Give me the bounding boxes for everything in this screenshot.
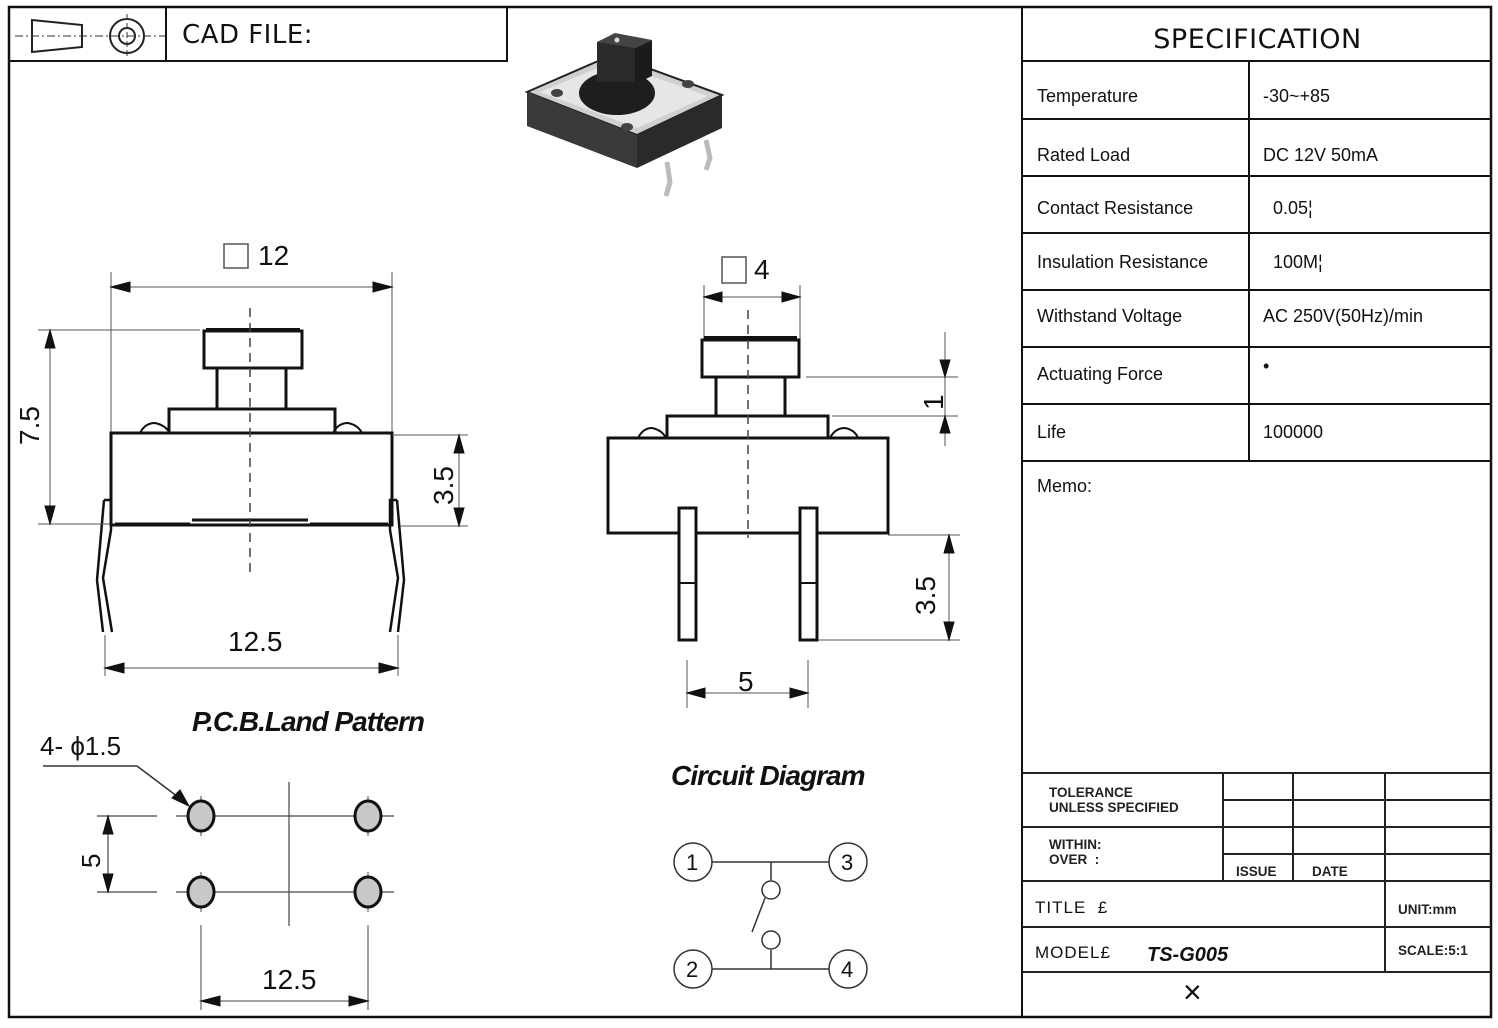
terminal-3 <box>828 842 868 882</box>
spec-value: 100M¦ <box>1263 252 1323 272</box>
cad-file-label: CAD FILE: <box>182 20 314 50</box>
spec-value: DC 12V 50mA <box>1263 145 1379 165</box>
pcb-vertical-pitch: 5 <box>76 853 106 868</box>
cad-file-header: CAD FILE: <box>8 6 508 62</box>
spec-value: 0.05¦ <box>1263 198 1313 218</box>
front-width-dimension: 12 <box>258 240 290 271</box>
switch-contact <box>761 930 781 950</box>
scale-label: SCALE:5:1 <box>1398 943 1468 958</box>
spec-key: Rated Load <box>1037 145 1131 165</box>
issue-header: ISSUE <box>1236 864 1277 879</box>
projection-symbol-icon <box>10 8 167 60</box>
side-cap-height-dimension: 1 <box>918 394 949 410</box>
pcb-horizontal-pitch: 12.5 <box>262 964 317 995</box>
specification-title: SPECIFICATION <box>1023 6 1492 62</box>
spec-row: Contact Resistance 0.05¦ <box>1023 177 1492 234</box>
terminal-2 <box>673 949 713 989</box>
terminal-label-4: 4 <box>841 957 854 982</box>
side-view <box>606 256 960 708</box>
terminal-label-2: 2 <box>686 957 699 982</box>
model-value: TS-G005 <box>1147 944 1229 966</box>
square-symbol-icon <box>223 243 249 269</box>
pcb-heading: P.C.B.Land Pattern <box>192 706 425 737</box>
pcb-hole-callout: 4- ϕ1.5 <box>40 731 122 761</box>
spec-value: 100000 <box>1263 422 1324 442</box>
pcb-hole <box>186 875 216 909</box>
pcb-hole <box>186 799 216 833</box>
spec-row: Insulation Resistance 100M¦ <box>1023 234 1492 291</box>
front-view <box>38 243 468 676</box>
spec-key: Insulation Resistance <box>1037 252 1209 272</box>
circuit-diagram <box>673 842 868 989</box>
unit-label: UNIT:mm <box>1398 902 1457 917</box>
drawing-border <box>7 5 1493 1019</box>
front-height-dimension: 7.5 <box>14 406 45 445</box>
square-symbol-icon <box>721 256 747 284</box>
tolerance-line-1: TOLERANCE <box>1049 785 1133 800</box>
spec-key: Withstand Voltage <box>1037 306 1183 326</box>
side-cap-width-dimension: 4 <box>754 254 770 285</box>
title-label: TITLE £ <box>1035 898 1109 917</box>
switch-contact <box>761 880 781 900</box>
within-label: WITHIN: <box>1049 837 1102 852</box>
side-lead-length-dimension: 3.5 <box>910 576 941 615</box>
memo-label: Memo: <box>1037 476 1093 496</box>
side-lead-pitch-dimension: 5 <box>738 666 754 697</box>
terminal-1 <box>673 842 713 882</box>
terminal-label-3: 3 <box>841 850 854 875</box>
terminal-label-1: 1 <box>686 850 699 875</box>
pcb-hole <box>353 875 383 909</box>
spec-key: Contact Resistance <box>1037 198 1194 218</box>
front-lead-span-dimension: 12.5 <box>228 626 283 657</box>
spec-value: AC 250V(50Hz)/min <box>1263 306 1424 326</box>
circuit-heading: Circuit Diagram <box>671 760 865 791</box>
spec-row: Life 100000 <box>1023 405 1492 462</box>
date-header: DATE <box>1312 864 1348 879</box>
front-body-height-dimension: 3.5 <box>428 466 459 505</box>
over-label: OVER : <box>1049 852 1100 867</box>
spec-row: Rated Load DC 12V 50mA <box>1023 120 1492 177</box>
model-label: MODEL£ <box>1035 943 1111 962</box>
spec-row: Actuating Force • <box>1023 348 1492 405</box>
tolerance-label: TOLERANCE UNLESS SPECIFIED <box>1049 785 1179 815</box>
specification-panel: SPECIFICATION Temperature -30~+85 Rated … <box>1021 6 1492 1018</box>
tolerance-line-2: UNLESS SPECIFIED <box>1049 800 1179 815</box>
title-block-grid <box>1021 772 1491 973</box>
spec-row: Temperature -30~+85 <box>1023 62 1492 120</box>
pcb-hole <box>353 799 383 833</box>
pcb-land-pattern <box>43 765 394 1010</box>
spec-value: • <box>1263 356 1270 376</box>
close-mark-icon: × <box>1183 974 1202 1010</box>
spec-value: -30~+85 <box>1263 86 1331 106</box>
spec-key: Actuating Force <box>1037 364 1164 384</box>
spec-key: Temperature <box>1037 86 1139 106</box>
spec-key: Life <box>1037 422 1067 442</box>
product-photo <box>524 33 725 197</box>
within-over-label: WITHIN: OVER : <box>1049 837 1101 867</box>
terminal-4 <box>828 949 868 989</box>
spec-column-divider <box>1248 62 1250 462</box>
spec-row: Withstand Voltage AC 250V(50Hz)/min <box>1023 291 1492 348</box>
